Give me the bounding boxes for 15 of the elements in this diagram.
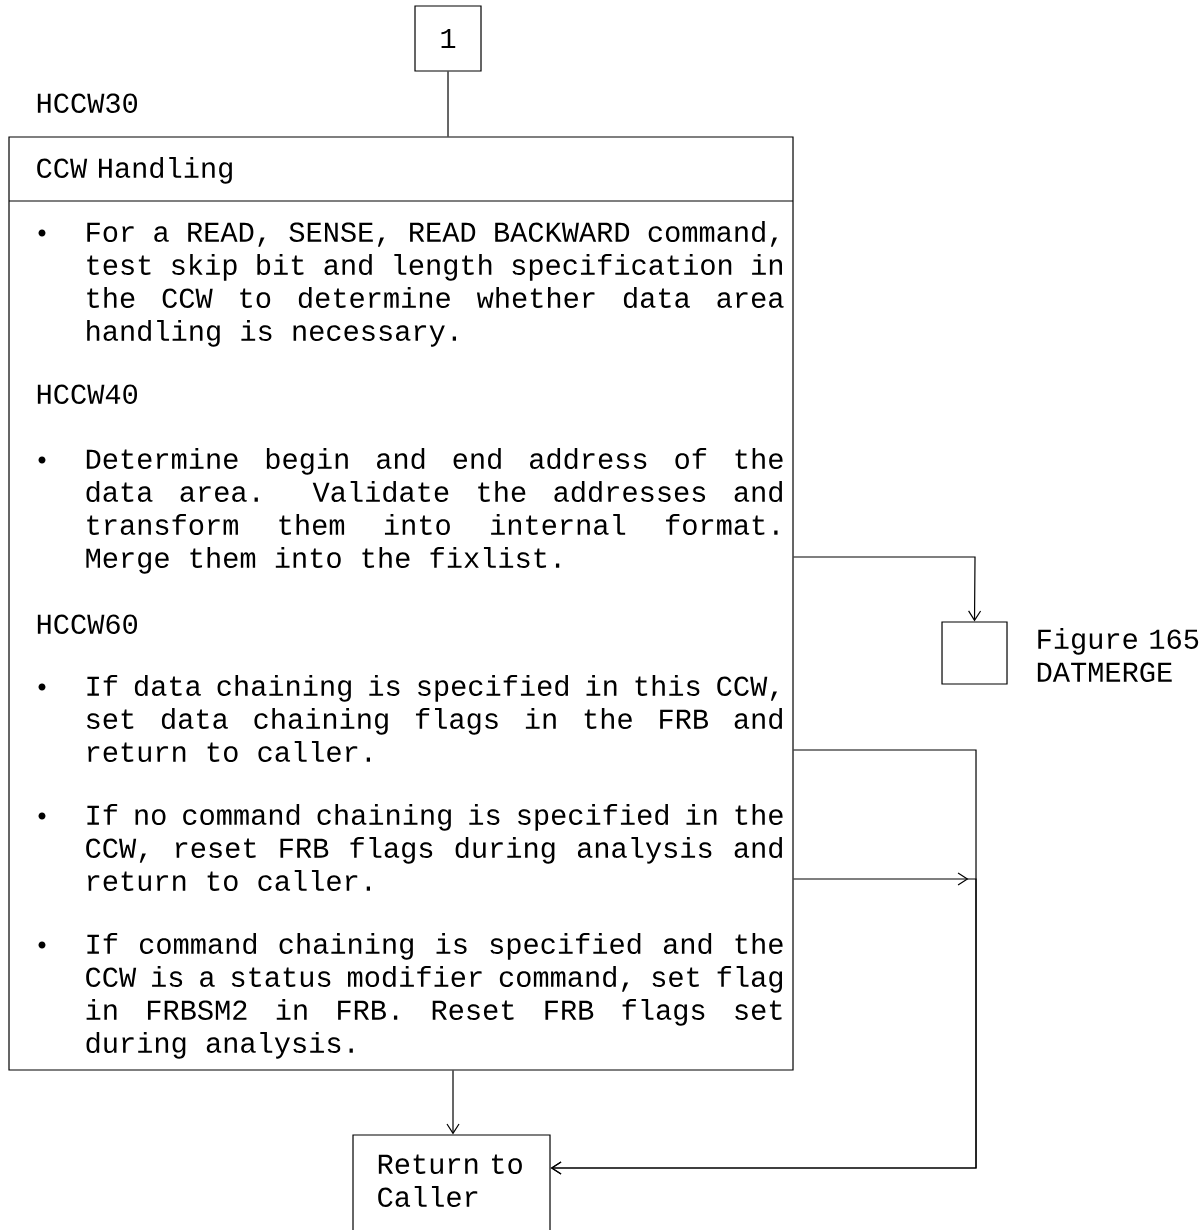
connector-box: 1 xyxy=(414,5,482,72)
connector-arrow xyxy=(446,1070,460,1135)
connector-arrow xyxy=(550,872,977,1175)
heading-text: HCCW30 xyxy=(37,93,138,113)
heading-text: CCW Handling xyxy=(37,156,232,184)
connector-arrow xyxy=(793,556,982,622)
bullet-text: Determine begin and end address of the data area. Validate the addresses and transform them into internal format. Merge them into the fixlist. xyxy=(86,447,783,574)
heading-text: HCCW60 xyxy=(37,614,138,634)
bullet-text: If no command chaining is specified in the CCW, reset FRB flags during analysis and return to caller. xyxy=(86,803,783,891)
bullet-text: If data chaining is specified in this CCW, set data chaining flags in the FRB and return to caller. xyxy=(86,674,782,762)
bullet-text: If command chaining is specified and the CCW is a status modifier command, set flag in FRBSM2 in FRB. Reset FRB flags set during analysis. xyxy=(86,932,783,1059)
heading-text: HCCW40 xyxy=(37,384,138,404)
box-text: Return to Caller xyxy=(378,1154,522,1207)
bullet-text: For a READ, SENSE, READ BACKWARD command, test skip bit and length specification in the CCW to determine whether data area handling is necessary. xyxy=(87,220,784,347)
reference-label: Figure 165 DATMERGE xyxy=(1037,627,1199,682)
